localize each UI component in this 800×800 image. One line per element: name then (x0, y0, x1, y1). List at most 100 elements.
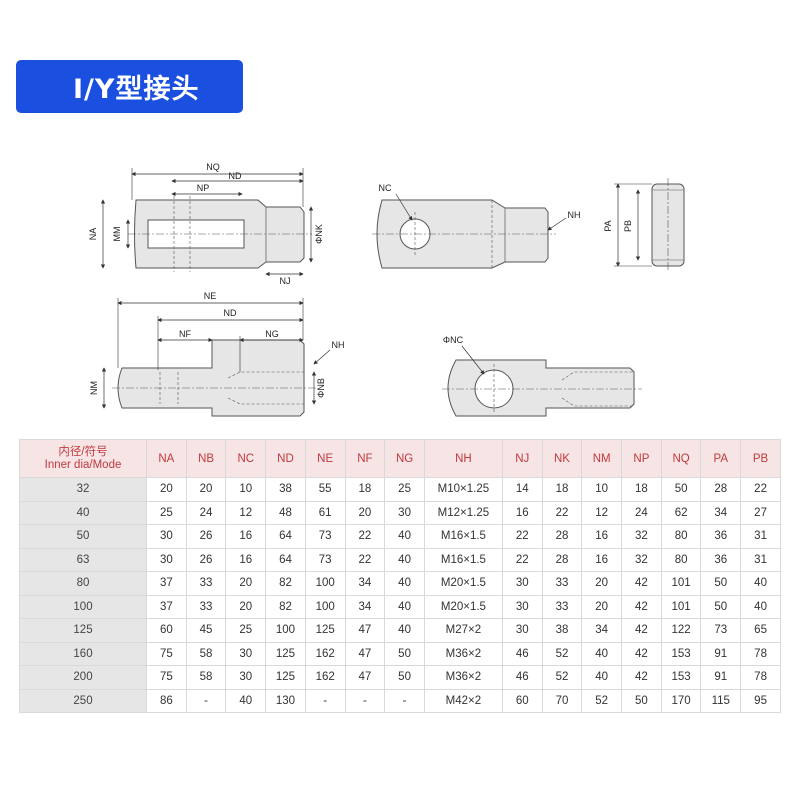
table-cell: 52 (541, 665, 583, 690)
label-nq: NQ (206, 162, 220, 172)
table-cell: 50 (700, 594, 742, 619)
table-cell: 22 (740, 477, 781, 502)
label-nh: NH (568, 210, 581, 220)
table-cell: M16×1.5 (423, 547, 503, 572)
table-cell: 28 (541, 547, 583, 572)
table-cell: 42 (621, 641, 662, 666)
cell-inner-dia: 125 (19, 618, 147, 643)
table-cell: 22 (344, 524, 386, 549)
table-cell: 12 (581, 500, 623, 525)
table-cell: 20 (225, 594, 267, 619)
table-cell: M12×1.25 (423, 500, 503, 525)
table-cell: 26 (185, 524, 227, 549)
cell-inner-dia: 63 (19, 547, 147, 572)
column-header: NQ (660, 439, 702, 478)
table-cell: 24 (621, 500, 662, 525)
table-cell: 47 (344, 665, 386, 690)
table-cell: 18 (541, 477, 583, 502)
table-cell: 80 (660, 547, 702, 572)
column-header: NF (344, 439, 386, 478)
table-cell: 34 (344, 594, 386, 619)
table-cell: 60 (501, 688, 543, 713)
table-cell: 50 (384, 641, 425, 666)
table-cell: 40 (384, 524, 425, 549)
column-header: NK (541, 439, 583, 478)
label-nb: ΦNB (316, 378, 326, 398)
table-cell: 58 (185, 665, 227, 690)
table-cell: 64 (265, 524, 306, 549)
table-cell: 75 (146, 665, 187, 690)
table-cell: 30 (146, 524, 187, 549)
table-cell: 30 (501, 618, 543, 643)
column-header: NB (185, 439, 227, 478)
column-header: NE (304, 439, 346, 478)
label-nc: NC (379, 183, 392, 193)
table-cell: 22 (344, 547, 386, 572)
i-joint-side-drawing: NE ND NF NG NH NM ΦNB (89, 291, 345, 417)
i-joint-top-drawing: ΦNC (442, 335, 642, 417)
table-cell: 36 (700, 547, 742, 572)
table-cell: 100 (265, 618, 306, 643)
table-cell: 40 (384, 547, 425, 572)
clevis-top-drawing: NC NH (372, 183, 581, 269)
table-cell: 33 (185, 594, 227, 619)
table-cell: 34 (700, 500, 742, 525)
cell-inner-dia: 50 (19, 524, 147, 549)
table-cell: 40 (581, 665, 623, 690)
table-cell: 20 (581, 571, 623, 596)
table-cell: 40 (581, 641, 623, 666)
table-cell: 20 (185, 477, 227, 502)
table-cell: 22 (541, 500, 583, 525)
table-cell: 115 (700, 688, 742, 713)
table-cell: 122 (660, 618, 702, 643)
table-cell: 40 (384, 594, 425, 619)
table-cell: 27 (740, 500, 781, 525)
table-cell: 82 (265, 594, 306, 619)
table-cell: 30 (225, 641, 267, 666)
label-nd-2: ND (224, 308, 237, 318)
table-cell: 14 (501, 477, 543, 502)
table-cell: 125 (265, 641, 306, 666)
header-inner-dia-en: Inner dia/Mode (44, 458, 122, 471)
cell-inner-dia: 100 (19, 594, 147, 619)
column-header: NP (621, 439, 662, 478)
title-banner: I/Y型接头 (16, 60, 243, 113)
table-cell: 32 (621, 524, 662, 549)
table-cell: M16×1.5 (423, 524, 503, 549)
clevis-side-drawing: NQ ND NP NA MM ΦNK NJ (88, 162, 324, 286)
table-cell: 33 (541, 594, 583, 619)
table-cell: M42×2 (423, 688, 503, 713)
header-inner-dia: 内径/符号 Inner dia/Mode (19, 439, 147, 478)
table-cell: 50 (700, 571, 742, 596)
table-cell: 46 (501, 641, 543, 666)
table-cell: 42 (621, 594, 662, 619)
table-cell: 30 (501, 594, 543, 619)
table-cell: 46 (501, 665, 543, 690)
label-pb: PB (623, 220, 633, 232)
table-cell: 91 (700, 641, 742, 666)
label-ne: NE (204, 291, 217, 301)
table-cell: 50 (660, 477, 702, 502)
table-cell: 16 (581, 547, 623, 572)
table-cell: 55 (304, 477, 346, 502)
table-cell: - (384, 688, 425, 713)
table-cell: 18 (344, 477, 386, 502)
pin-drawing: PA PB (603, 178, 685, 272)
table-cell: 33 (185, 571, 227, 596)
table-cell: 40 (384, 571, 425, 596)
label-nh-2: NH (332, 340, 345, 350)
table-cell: 100 (304, 594, 346, 619)
table-cell: 52 (581, 688, 623, 713)
table-cell: 22 (501, 524, 543, 549)
table-cell: 52 (541, 641, 583, 666)
table-cell: 38 (265, 477, 306, 502)
column-header: ND (265, 439, 306, 478)
table-cell: M27×2 (423, 618, 503, 643)
table-cell: 20 (225, 571, 267, 596)
table-cell: 73 (304, 524, 346, 549)
table-cell: 125 (304, 618, 346, 643)
table-cell: 16 (225, 524, 267, 549)
